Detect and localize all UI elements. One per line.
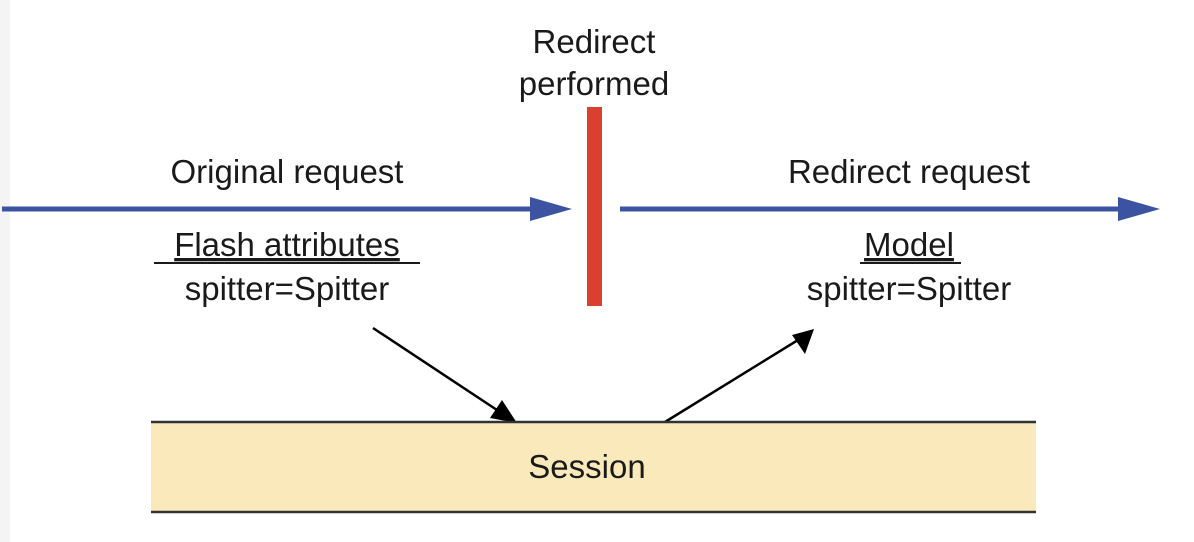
model-heading: Model	[864, 226, 954, 263]
store-to-session-arrow	[372, 326, 501, 414]
session-label: Session	[528, 448, 645, 485]
store-to-session-arrowhead	[490, 400, 517, 423]
redirect-request-title: Redirect request	[788, 153, 1030, 190]
flash-attributes-heading: Flash attributes	[174, 226, 400, 263]
flash-attributes-value: spitter=Spitter	[185, 270, 390, 307]
original-request-title: Original request	[171, 153, 404, 190]
session-to-model-arrow	[664, 338, 799, 424]
original-request-arrowhead	[530, 197, 572, 221]
redirect-label-line1: Redirect	[533, 23, 656, 60]
session-box	[151, 422, 1036, 512]
left-edge-tint	[0, 0, 10, 542]
redirect-label-line2: performed	[519, 65, 669, 102]
session-to-model-arrowhead	[792, 329, 814, 354]
model-value: spitter=Spitter	[807, 270, 1012, 307]
redirect-bar	[587, 107, 602, 306]
redirect-request-arrowhead	[1118, 197, 1160, 221]
